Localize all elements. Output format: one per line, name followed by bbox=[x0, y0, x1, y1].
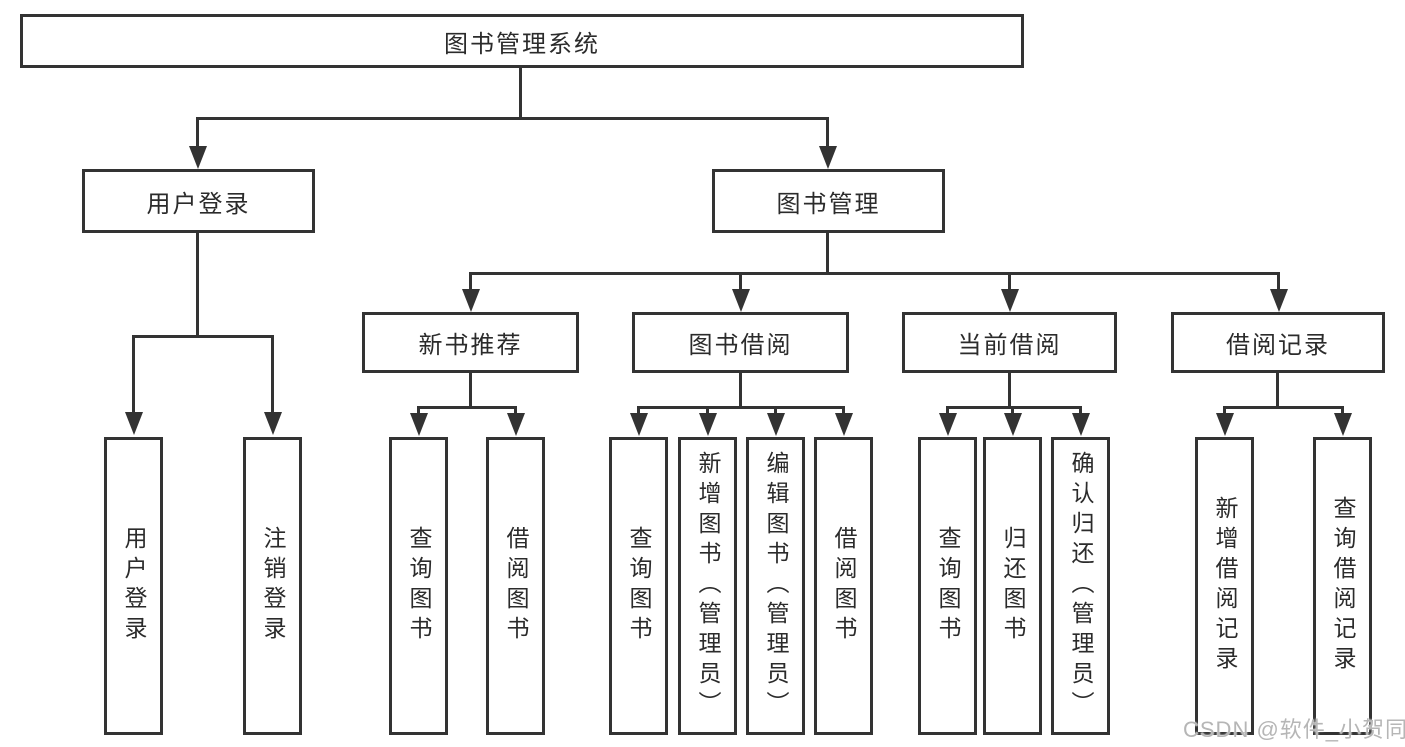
arrowhead-icon bbox=[1072, 413, 1090, 436]
node-borrow-records-label: 借阅记录 bbox=[1226, 332, 1330, 359]
leaf-return-book-label: 归还图书 bbox=[1000, 526, 1026, 646]
leaf-user-login-label: 用户登录 bbox=[121, 526, 147, 646]
connector-line bbox=[469, 373, 472, 406]
leaf-add-borrow-record-label: 新增借阅记录 bbox=[1212, 496, 1238, 676]
arrowhead-icon bbox=[699, 413, 717, 436]
connector-line bbox=[132, 335, 135, 412]
connector-line bbox=[706, 406, 709, 416]
connector-line bbox=[1008, 373, 1011, 406]
leaf-add-book-admin: 新增图书（管理员） bbox=[678, 437, 737, 735]
node-book-management: 图书管理 bbox=[712, 169, 945, 233]
connector-line bbox=[946, 406, 1082, 409]
connector-line bbox=[826, 233, 829, 272]
connector-line bbox=[196, 117, 829, 120]
arrowhead-icon bbox=[939, 413, 957, 436]
arrowhead-icon bbox=[767, 413, 785, 436]
arrowhead-icon bbox=[462, 289, 480, 312]
connector-line bbox=[519, 68, 522, 117]
connector-line bbox=[132, 335, 274, 338]
connector-line bbox=[774, 406, 777, 416]
connector-line bbox=[1011, 406, 1014, 416]
arrowhead-icon bbox=[1001, 289, 1019, 312]
connector-line bbox=[417, 406, 517, 409]
leaf-confirm-return-admin: 确认归还（管理员） bbox=[1051, 437, 1110, 735]
arrowhead-icon bbox=[189, 146, 207, 169]
arrowhead-icon bbox=[1004, 413, 1022, 436]
leaf-query-borrow-record: 查询借阅记录 bbox=[1313, 437, 1372, 735]
connector-line bbox=[637, 406, 845, 409]
leaf-edit-book-admin-label: 编辑图书（管理员） bbox=[763, 451, 789, 721]
arrowhead-icon bbox=[630, 413, 648, 436]
arrowhead-icon bbox=[264, 412, 282, 435]
leaf-borrow-book-2-label: 借阅图书 bbox=[831, 526, 857, 646]
arrowhead-icon bbox=[410, 413, 428, 436]
leaf-return-book: 归还图书 bbox=[983, 437, 1042, 735]
node-borrow-records: 借阅记录 bbox=[1171, 312, 1385, 373]
connector-line bbox=[514, 406, 517, 416]
leaf-add-borrow-record: 新增借阅记录 bbox=[1195, 437, 1254, 735]
connector-line bbox=[196, 233, 199, 335]
leaf-logout: 注销登录 bbox=[243, 437, 302, 735]
connector-line bbox=[271, 335, 274, 412]
connector-line bbox=[1276, 373, 1279, 406]
leaf-query-book-1: 查询图书 bbox=[389, 437, 448, 735]
connector-line bbox=[739, 272, 742, 289]
node-book-borrow: 图书借阅 bbox=[632, 312, 849, 373]
connector-line bbox=[1223, 406, 1226, 416]
arrowhead-icon bbox=[1270, 289, 1288, 312]
connector-line bbox=[842, 406, 845, 416]
node-user-login: 用户登录 bbox=[82, 169, 315, 233]
leaf-query-borrow-record-label: 查询借阅记录 bbox=[1330, 496, 1356, 676]
arrowhead-icon bbox=[835, 413, 853, 436]
leaf-add-book-admin-label: 新增图书（管理员） bbox=[695, 451, 721, 721]
connector-line bbox=[469, 272, 1280, 275]
node-book-borrow-label: 图书借阅 bbox=[688, 332, 793, 359]
leaf-confirm-return-admin-label: 确认归还（管理员） bbox=[1068, 451, 1094, 721]
leaf-borrow-book-2: 借阅图书 bbox=[814, 437, 873, 735]
node-user-login-label: 用户登录 bbox=[146, 190, 251, 218]
arrowhead-icon bbox=[819, 146, 837, 169]
connector-line bbox=[196, 117, 199, 146]
leaf-query-book-3: 查询图书 bbox=[918, 437, 977, 735]
leaf-query-book-3-label: 查询图书 bbox=[935, 526, 961, 646]
connector-line bbox=[1341, 406, 1344, 416]
leaf-query-book-2: 查询图书 bbox=[609, 437, 668, 735]
leaf-borrow-book-1-label: 借阅图书 bbox=[503, 526, 529, 646]
node-new-book-recommend-label: 新书推荐 bbox=[418, 332, 523, 359]
leaf-user-login: 用户登录 bbox=[104, 437, 163, 735]
csdn-watermark: CSDN @软件_小贺同学 bbox=[1183, 717, 1405, 742]
connector-line bbox=[739, 373, 742, 406]
connector-line bbox=[417, 406, 420, 416]
connector-line bbox=[469, 272, 472, 289]
node-root: 图书管理系统 bbox=[20, 14, 1024, 68]
node-new-book-recommend: 新书推荐 bbox=[362, 312, 579, 373]
leaf-borrow-book-1: 借阅图书 bbox=[486, 437, 545, 735]
arrowhead-icon bbox=[125, 412, 143, 435]
arrowhead-icon bbox=[507, 413, 525, 436]
leaf-logout-label: 注销登录 bbox=[260, 526, 286, 646]
node-current-borrow: 当前借阅 bbox=[902, 312, 1117, 373]
connector-line bbox=[1008, 272, 1011, 289]
node-book-management-label: 图书管理 bbox=[776, 190, 881, 218]
leaf-query-book-2-label: 查询图书 bbox=[626, 526, 652, 646]
connector-line bbox=[637, 406, 640, 416]
node-root-label: 图书管理系统 bbox=[444, 30, 600, 58]
connector-line bbox=[946, 406, 949, 416]
connector-line bbox=[1223, 406, 1344, 409]
leaf-edit-book-admin: 编辑图书（管理员） bbox=[746, 437, 805, 735]
connector-line bbox=[1079, 406, 1082, 416]
arrowhead-icon bbox=[1216, 413, 1234, 436]
arrowhead-icon bbox=[732, 289, 750, 312]
connector-line bbox=[1277, 272, 1280, 289]
node-current-borrow-label: 当前借阅 bbox=[957, 332, 1062, 359]
leaf-query-book-1-label: 查询图书 bbox=[406, 526, 432, 646]
arrowhead-icon bbox=[1334, 413, 1352, 436]
connector-line bbox=[826, 117, 829, 146]
